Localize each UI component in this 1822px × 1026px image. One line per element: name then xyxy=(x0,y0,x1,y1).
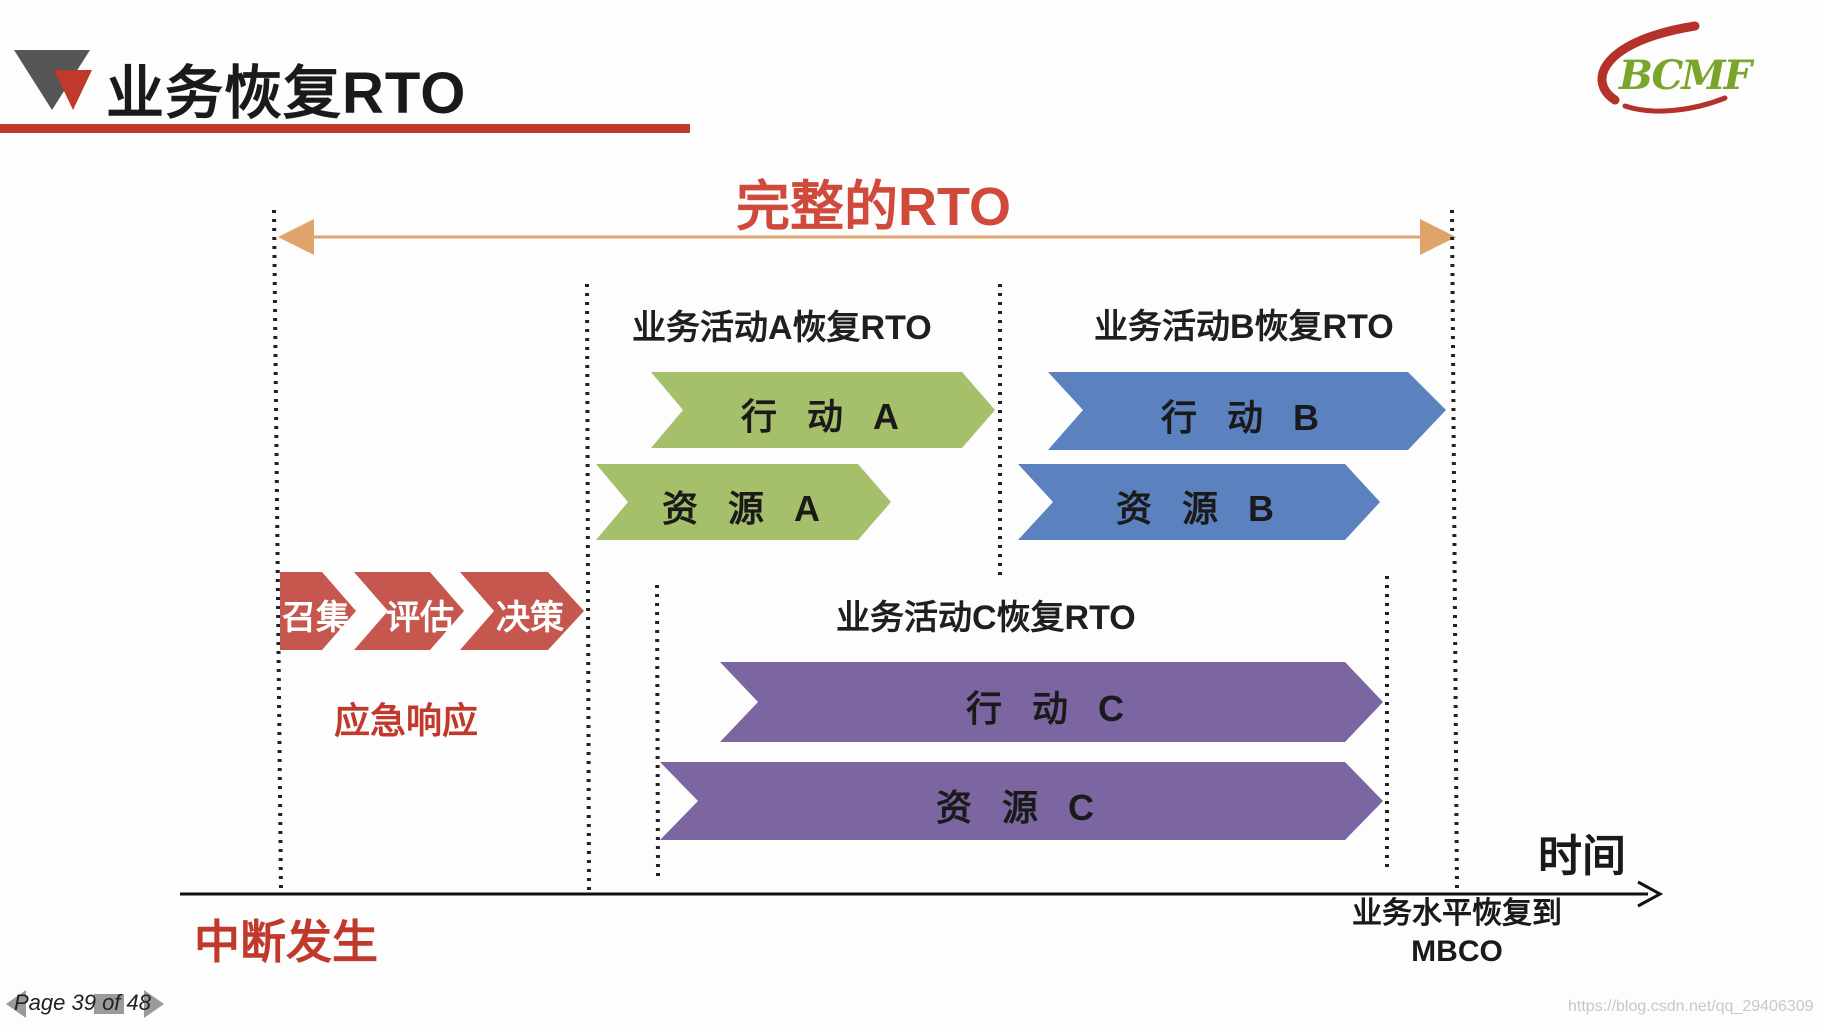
step-gather-chevron xyxy=(280,572,356,650)
action-b-label: 行 动 B xyxy=(1160,397,1329,438)
title-underline xyxy=(0,124,690,133)
logo-swoosh-icon xyxy=(1597,21,1728,114)
watermark: https://blog.csdn.net/qq_29406309 xyxy=(1568,998,1814,1015)
mbco-line-1: 业务水平恢复到 xyxy=(1352,897,1562,930)
mbco-label: 业务水平恢复到 MBCO xyxy=(1322,895,1592,971)
resource-a-chevron xyxy=(596,464,891,540)
page-title: 业务恢复RTO xyxy=(106,61,467,126)
resource-a-label: 资 源 A xyxy=(661,488,830,529)
action-c-label: 行 动 C xyxy=(965,688,1134,729)
interruption-label: 中断发生 xyxy=(194,916,378,968)
time-axis-arrowhead-icon xyxy=(1637,880,1664,908)
next-page-icon[interactable] xyxy=(144,990,164,1018)
resource-c-label: 资 源 C xyxy=(935,787,1104,828)
full-rto-end-line xyxy=(1450,209,1459,893)
step-gather-label: 召集 xyxy=(282,599,350,637)
action-a-chevron xyxy=(651,372,995,448)
interruption-marker-line xyxy=(272,209,283,893)
mbco-line-2: MBCO xyxy=(1411,935,1503,968)
step-decide-label: 决策 xyxy=(496,599,564,637)
emergency-response-label: 应急响应 xyxy=(334,700,479,741)
page-indicator: Page 39 of 48 xyxy=(14,990,152,1015)
action-c-chevron xyxy=(720,662,1383,742)
logo-text: BCMF xyxy=(1619,52,1752,99)
step-assess-label: 评估 xyxy=(386,599,454,637)
action-b-chevron xyxy=(1048,372,1446,450)
activity-a-span-label: 业务活动A恢复RTO xyxy=(632,309,932,347)
step-decide-chevron xyxy=(460,572,584,650)
full-rto-label: 完整的RTO xyxy=(736,177,1012,237)
resource-b-chevron xyxy=(1018,464,1380,540)
activity-c-span-label: 业务活动C恢复RTO xyxy=(836,599,1136,637)
page-nav-controls xyxy=(6,990,164,1018)
resource-b-label: 资 源 B xyxy=(1115,488,1284,529)
title-triangle-icon xyxy=(14,50,92,110)
step-assess-chevron xyxy=(354,572,464,650)
activity-a-start-line xyxy=(585,283,591,893)
time-axis-label: 时间 xyxy=(1538,832,1626,881)
resource-c-chevron xyxy=(660,762,1383,840)
prev-page-icon[interactable] xyxy=(6,990,26,1018)
activity-c-start-line xyxy=(655,584,660,877)
action-a-label: 行 动 A xyxy=(740,396,909,437)
page-menu-icon[interactable] xyxy=(94,994,124,1014)
bcmf-logo: BCMF xyxy=(1585,20,1765,120)
activity-b-span-label: 业务活动B恢复RTO xyxy=(1094,308,1394,346)
